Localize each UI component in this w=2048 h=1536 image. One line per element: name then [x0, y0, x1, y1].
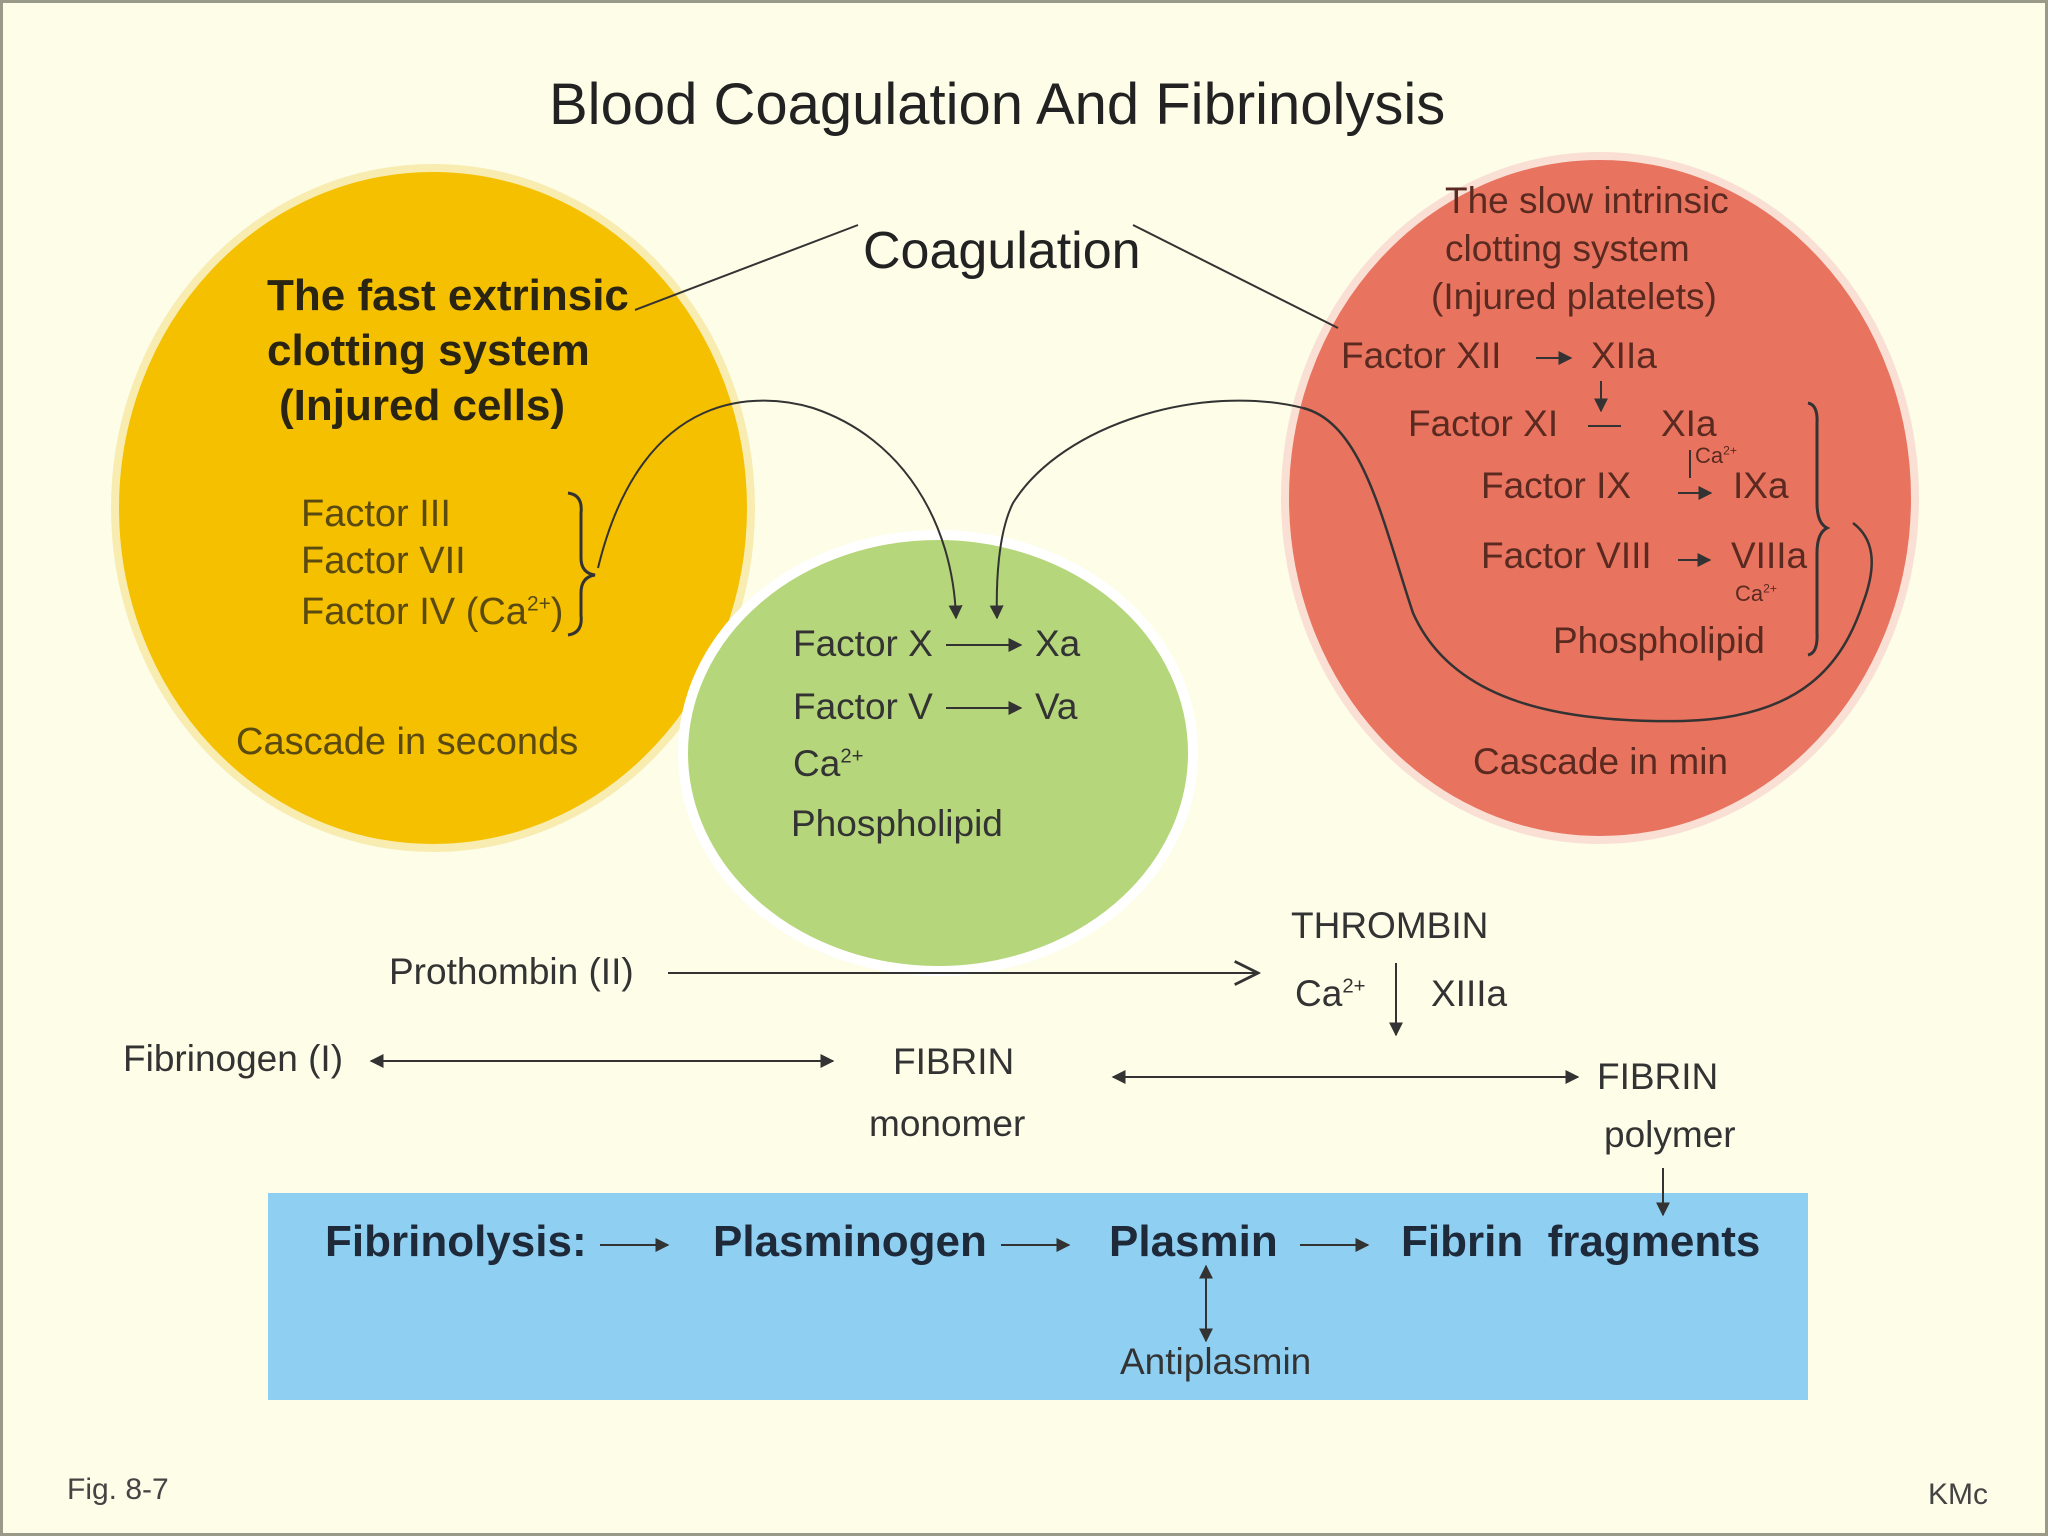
figure-number: Fig. 8-7: [67, 1473, 169, 1506]
extrinsic-factor-iii: Factor III: [301, 493, 451, 535]
extrinsic-factor-vii: Factor VII: [301, 540, 466, 582]
diagram-shapes: [111, 152, 1919, 1400]
thrombin-ca: Ca2+: [1295, 973, 1366, 1014]
fibrin-polymer-label-2: polymer: [1604, 1114, 1736, 1155]
extrinsic-circle: [111, 164, 755, 852]
intrinsic-heading-2: clotting system: [1445, 228, 1690, 269]
intrinsic-cascade-label: Cascade in min: [1473, 741, 1729, 782]
intrinsic-viiia: VIIIa: [1731, 535, 1808, 576]
extrinsic-brace: [567, 491, 596, 637]
common-factor-x: Factor X: [793, 623, 933, 664]
author-credit: KMc: [1928, 1478, 1988, 1511]
extrinsic-heading-3: (Injured cells): [279, 381, 566, 430]
intrinsic-factor-xii: Factor XII: [1341, 335, 1502, 376]
intrinsic-factor-viii: Factor VIII: [1481, 535, 1652, 576]
intrinsic-factor-xi: Factor XI: [1408, 403, 1559, 444]
common-xa: Xa: [1035, 623, 1081, 664]
extrinsic-heading-1: The fast extrinsic: [267, 271, 629, 320]
extrinsic-factor-iv: Factor IV (Ca2+): [301, 591, 564, 633]
common-pathway-circle: [678, 530, 1198, 976]
intrinsic-feedback-curve: [1302, 406, 1873, 723]
intrinsic-xiia: XIIa: [1591, 335, 1657, 376]
fibrin-monomer-label-2: monomer: [869, 1103, 1026, 1144]
intrinsic-heading-3: (Injured platelets): [1431, 276, 1717, 317]
fibrin-fragments-label: Fibrin fragments: [1401, 1217, 1761, 1266]
intrinsic-ixa: IXa: [1733, 465, 1789, 506]
common-phospholipid: Phospholipid: [791, 803, 1003, 844]
fibrinolysis-label: Fibrinolysis:: [325, 1217, 587, 1266]
common-va: Va: [1035, 686, 1078, 727]
fibrinolysis-box: [268, 1193, 1808, 1400]
prothrombin-label: Prothombin (II): [389, 951, 634, 992]
intrinsic-factor-ix: Factor IX: [1481, 465, 1632, 506]
intrinsic-to-factor-x-arrow: [989, 399, 1304, 620]
common-ca: Ca2+: [793, 743, 864, 784]
fibrinogen-label: Fibrinogen (I): [123, 1038, 344, 1079]
plasmin-label: Plasmin: [1109, 1217, 1278, 1266]
antiplasmin-label: Antiplasmin: [1120, 1341, 1312, 1382]
thrombin-label: THROMBIN: [1291, 905, 1489, 946]
intrinsic-circle: [1281, 152, 1919, 844]
coagulation-line-left: [634, 224, 859, 311]
extrinsic-heading-2: clotting system: [267, 326, 590, 375]
common-factor-v: Factor V: [793, 686, 933, 727]
page-title: Blood Coagulation And Fibrinolysis: [549, 72, 1446, 137]
intrinsic-ca-ix: Ca2+: [1695, 443, 1737, 468]
intrinsic-xia: XIa: [1661, 403, 1717, 444]
extrinsic-cascade-label: Cascade in seconds: [236, 721, 579, 763]
extrinsic-to-factor-x-arrow: [597, 399, 963, 620]
fibrin-monomer-label-1: FIBRIN: [893, 1041, 1015, 1082]
intrinsic-brace: [1807, 401, 1831, 657]
intrinsic-phospholipid: Phospholipid: [1553, 620, 1765, 661]
intrinsic-heading-1: The slow intrinsic: [1445, 180, 1729, 221]
intrinsic-ca-viii: Ca2+: [1735, 581, 1777, 606]
plasminogen-label: Plasminogen: [713, 1217, 987, 1266]
thrombin-xiiia: XIIIa: [1431, 973, 1508, 1014]
coagulation-label: Coagulation: [863, 222, 1141, 280]
fibrin-polymer-label-1: FIBRIN: [1597, 1056, 1719, 1097]
coagulation-line-right: [1132, 224, 1339, 329]
